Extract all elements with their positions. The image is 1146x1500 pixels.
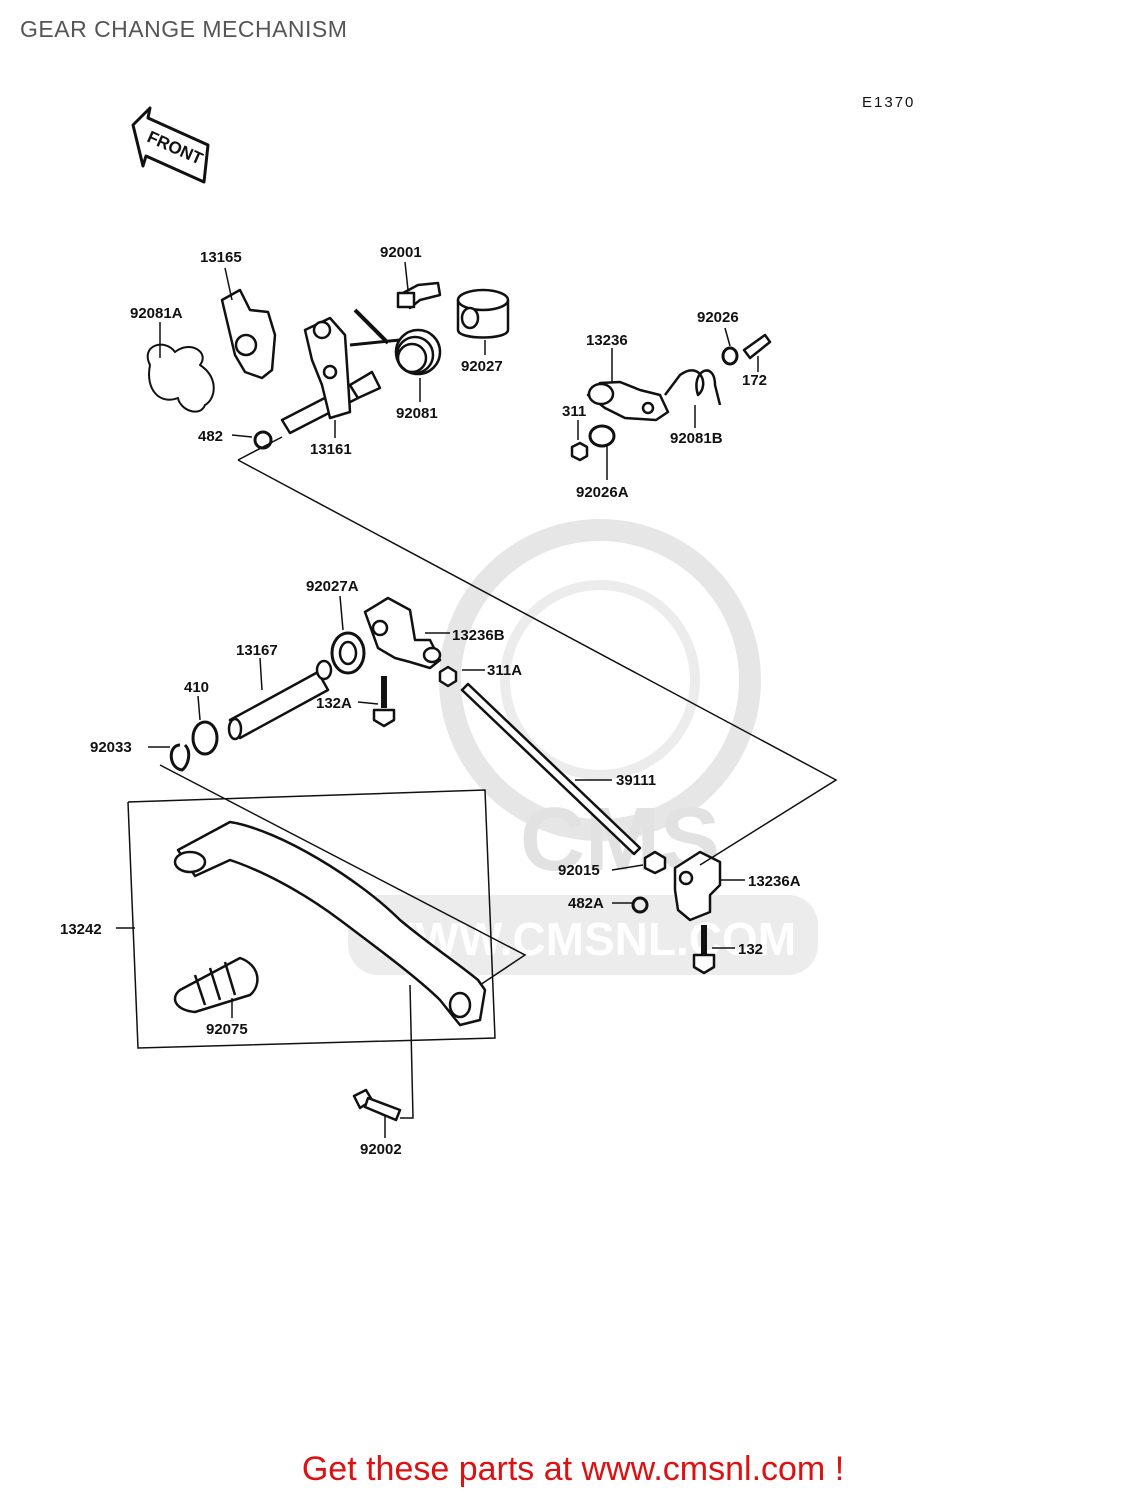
part-label-92001: 92001 <box>380 244 422 261</box>
part-label-13236B: 13236B <box>452 627 505 644</box>
part-label-482: 482 <box>198 428 223 445</box>
pin-172 <box>742 333 772 360</box>
washer-92026A <box>588 424 616 448</box>
part-label-92027: 92027 <box>461 358 503 375</box>
bolt-132 <box>692 925 716 975</box>
diagram-code: E1370 <box>862 94 916 111</box>
nut-92015 <box>643 850 667 875</box>
washer-92027A <box>330 631 366 675</box>
plate-13165 <box>220 288 277 380</box>
part-label-13165: 13165 <box>200 249 242 266</box>
gasket-92081A <box>146 343 215 413</box>
parts <box>146 281 772 1122</box>
footer-link[interactable]: Get these parts at www.cmsnl.com ! <box>301 1450 845 1488</box>
bolt-132A <box>372 676 396 728</box>
part-label-13236: 13236 <box>586 332 628 349</box>
lever-13236 <box>586 380 670 422</box>
circlip-482 <box>253 430 273 450</box>
assembly-lines <box>127 436 838 1119</box>
part-label-132A: 132A <box>316 695 352 712</box>
part-label-39111: 39111 <box>616 772 656 789</box>
circlip-482A <box>631 896 649 914</box>
watermark-logo-face <box>500 580 700 780</box>
spring-92081 <box>349 308 442 376</box>
front-arrow: FRONT <box>131 106 210 184</box>
part-label-13242: 13242 <box>60 921 102 938</box>
part-label-311A: 311A <box>487 662 522 679</box>
part-label-482A: 482A <box>568 895 604 912</box>
part-label-13161: 13161 <box>310 441 352 458</box>
washer-410 <box>191 720 219 756</box>
part-label-92027A: 92027A <box>306 578 359 595</box>
part-label-92081A: 92081A <box>130 305 183 322</box>
pedal-13242 <box>173 820 487 1027</box>
nut-311 <box>570 441 589 462</box>
part-label-92081: 92081 <box>396 405 438 422</box>
collar-92027 <box>456 288 510 339</box>
pin-92001 <box>396 281 442 310</box>
page-title: GEAR CHANGE MECHANISM <box>20 16 348 42</box>
part-label-13167: 13167 <box>236 642 278 659</box>
part-label-172: 172 <box>742 372 767 389</box>
part-label-92002: 92002 <box>360 1141 402 1158</box>
bolt-92002 <box>352 1088 402 1122</box>
spring-92081B <box>664 369 722 406</box>
lever-13236B <box>363 596 442 670</box>
tierod-39111 <box>460 682 642 856</box>
part-label-13236A: 13236A <box>748 873 801 890</box>
rubber-92075 <box>173 956 259 1014</box>
watermark-logo-ring <box>439 519 761 841</box>
part-label-132: 132 <box>738 941 763 958</box>
arrow-left-icon <box>131 106 210 184</box>
leader-lines <box>116 261 759 1138</box>
part-label-92075: 92075 <box>206 1021 248 1038</box>
lever-13236A <box>673 850 722 922</box>
part-label-92015: 92015 <box>558 862 600 879</box>
part-label-410: 410 <box>184 679 209 696</box>
part-label-92026A: 92026A <box>576 484 629 501</box>
nut-311A <box>438 665 458 688</box>
part-label-92081B: 92081B <box>670 430 723 447</box>
part-labels: 13165 92001 92081A 92027 92081 482 13161… <box>60 244 801 1158</box>
part-label-311: 311 <box>562 403 586 420</box>
washer-92026 <box>721 346 739 366</box>
shaft-13167 <box>227 659 333 741</box>
part-label-92033: 92033 <box>90 739 132 756</box>
circlip-92033 <box>169 743 191 772</box>
part-label-92026: 92026 <box>697 309 739 326</box>
